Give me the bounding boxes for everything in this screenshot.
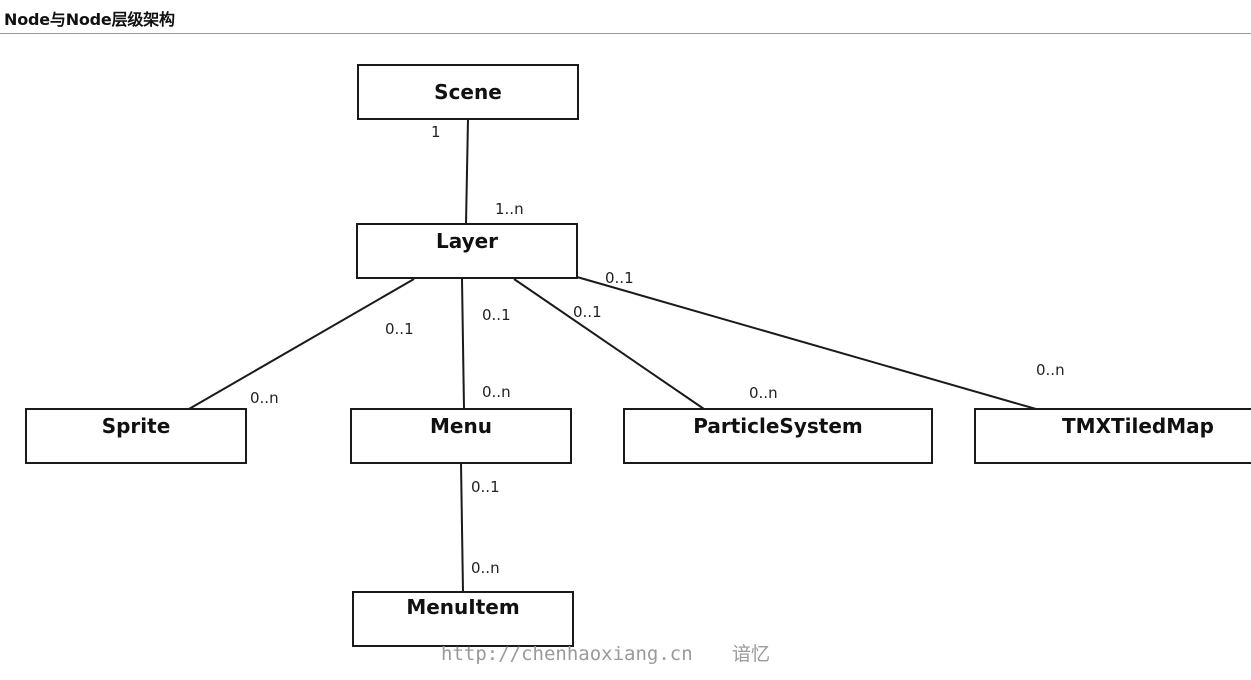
- watermark-url: http://chenhaoxiang.cn: [441, 643, 693, 665]
- node-layer: Layer: [356, 223, 578, 279]
- title-bar: Node与Node层级架构: [0, 0, 1251, 34]
- multiplicity-label: 0..n: [250, 389, 279, 407]
- page-title: Node与Node层级架构: [4, 10, 175, 29]
- node-label: Sprite: [102, 414, 171, 438]
- node-menu: Menu: [350, 408, 572, 464]
- connector-scene-layer: [465, 118, 469, 225]
- multiplicity-label: 0..1: [471, 478, 500, 496]
- node-scene: Scene: [357, 64, 579, 120]
- multiplicity-label: 0..1: [385, 320, 414, 338]
- connector-layer-tmx: [576, 276, 1037, 410]
- multiplicity-label: 0..n: [1036, 361, 1065, 379]
- connector-menu-menuitem: [460, 462, 464, 593]
- multiplicity-label: 0..n: [471, 559, 500, 577]
- multiplicity-label: 0..1: [573, 303, 602, 321]
- node-label: TMXTiledMap: [1062, 414, 1214, 438]
- multiplicity-label: 0..n: [749, 384, 778, 402]
- watermark-name: 谙忆: [732, 643, 770, 665]
- multiplicity-label: 0..1: [482, 306, 511, 324]
- node-particle-system: ParticleSystem: [623, 408, 933, 464]
- multiplicity-label: 1: [431, 123, 441, 141]
- multiplicity-label: 1..n: [495, 200, 524, 218]
- node-label: ParticleSystem: [693, 414, 862, 438]
- node-label: Menu: [430, 414, 492, 438]
- connector-layer-menu: [461, 278, 465, 410]
- node-label: Layer: [436, 229, 498, 253]
- node-sprite: Sprite: [25, 408, 247, 464]
- node-label: MenuItem: [406, 595, 519, 619]
- multiplicity-label: 0..1: [605, 269, 634, 287]
- node-label: Scene: [434, 80, 502, 104]
- connector-layer-sprite: [188, 278, 415, 410]
- connector-layer-particle: [513, 278, 705, 410]
- node-tmx-tiled-map: TMXTiledMap: [974, 408, 1251, 464]
- node-menu-item: MenuItem: [352, 591, 574, 647]
- multiplicity-label: 0..n: [482, 383, 511, 401]
